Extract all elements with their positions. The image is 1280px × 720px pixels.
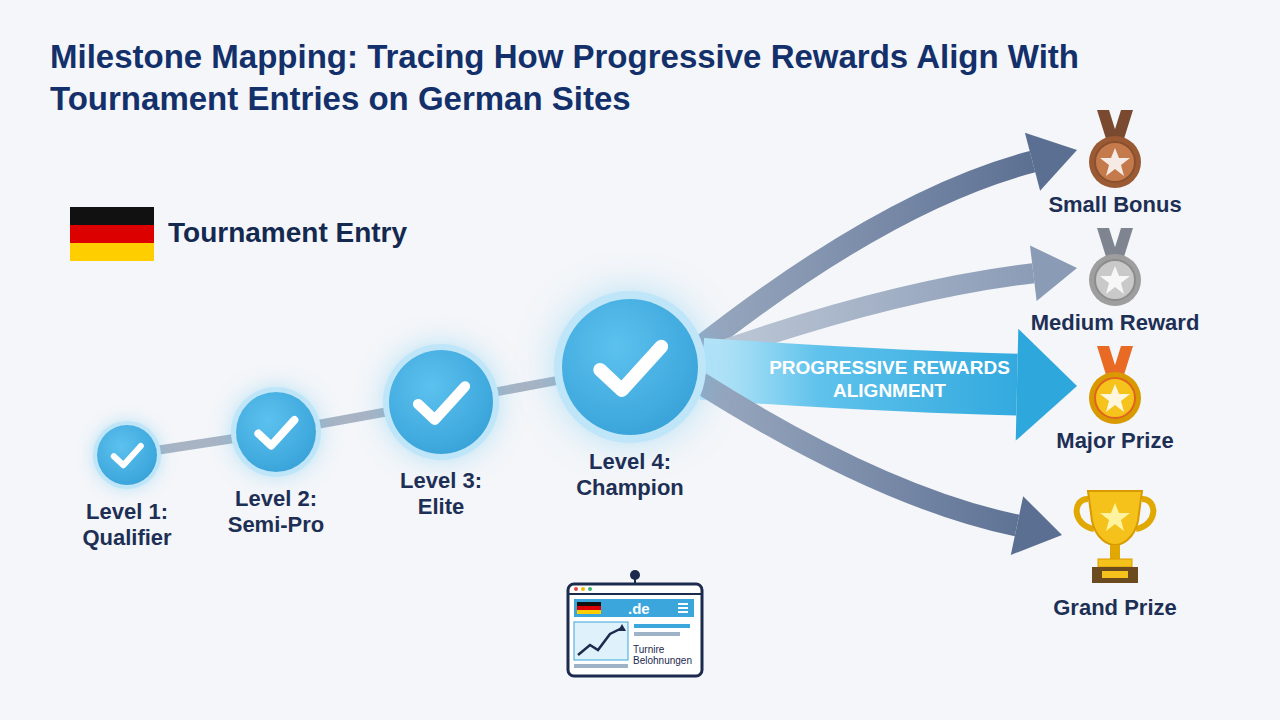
- connector: [699, 133, 1077, 348]
- section-heading: Tournament Entry: [168, 217, 407, 249]
- medal-icon: Medium Reward: [1085, 228, 1145, 308]
- reward-label: Grand Prize: [1053, 595, 1176, 621]
- level-label: Level 2: Semi-Pro: [211, 486, 341, 538]
- check-stroke: [600, 347, 661, 391]
- reward-label: Major Prize: [1056, 428, 1173, 454]
- arrow-head: [1011, 496, 1062, 555]
- reward-arrow-shaft: [699, 162, 1032, 348]
- connector: [700, 383, 1062, 555]
- site-caption: Turnire Belohnungen: [633, 644, 699, 666]
- milestone-circle: Level 2: Semi-Pro: [236, 392, 316, 472]
- arrow-head: [1025, 133, 1077, 191]
- medal-icon: Small Bonus: [1085, 110, 1145, 190]
- check-stroke: [258, 420, 294, 446]
- trophy-shape: [1070, 485, 1160, 585]
- checkmark-icon: [389, 350, 493, 454]
- milestone-circle: Level 1: Qualifier: [97, 425, 157, 485]
- reward-label: Small Bonus: [1048, 192, 1181, 218]
- diagram-title: Milestone Mapping: Tracing How Progressi…: [50, 36, 1180, 120]
- connector: [496, 380, 559, 392]
- reward-arrow-shaft: [700, 383, 1017, 526]
- edge-label: PROGRESSIVE REWARDS ALIGNMENT: [754, 356, 1024, 402]
- domain-label: .de: [628, 600, 650, 617]
- level-label: Level 4: Champion: [565, 449, 695, 501]
- level-label: Level 3: Elite: [376, 468, 506, 520]
- medal-shape: [1085, 228, 1145, 308]
- checkmark-icon: [97, 425, 157, 485]
- medal-shape: [1085, 346, 1145, 426]
- connector: [161, 439, 233, 450]
- arrow-head: [1030, 245, 1077, 301]
- progress-line: [161, 439, 233, 450]
- connector: [319, 412, 386, 424]
- reward-label: Medium Reward: [1031, 310, 1200, 336]
- arrow-head: [1016, 329, 1077, 441]
- progress-line: [496, 380, 559, 392]
- milestone-circle: Level 3: Elite: [389, 350, 493, 454]
- trophy-icon: Grand Prize: [1070, 485, 1160, 585]
- level-label: Level 1: Qualifier: [62, 499, 192, 551]
- german-flag: [70, 207, 154, 261]
- checkmark-icon: [236, 392, 316, 472]
- medal-shape: [1085, 110, 1145, 190]
- website-icon: [568, 570, 702, 676]
- progress-line: [319, 412, 386, 424]
- milestone-circle: Level 4: Champion: [562, 299, 698, 435]
- medal-icon: Major Prize: [1085, 346, 1145, 426]
- check-stroke: [418, 386, 465, 419]
- checkmark-icon: [562, 299, 698, 435]
- check-stroke: [114, 446, 141, 465]
